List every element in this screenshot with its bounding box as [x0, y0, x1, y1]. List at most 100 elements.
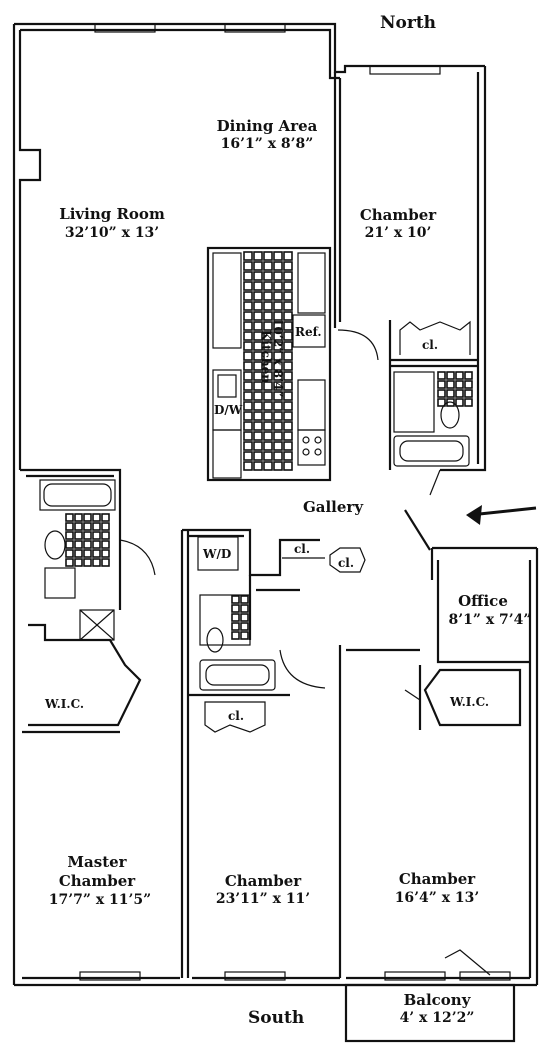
floor-tile — [240, 604, 249, 613]
floor-tile — [243, 301, 253, 311]
floor-tile — [253, 401, 263, 411]
floor-tile — [455, 389, 464, 398]
floor-tile — [263, 271, 273, 281]
floor-tile — [283, 461, 293, 471]
west-wic — [28, 623, 142, 727]
floor-tile — [283, 311, 293, 321]
floor-tile — [243, 461, 253, 471]
floor-tile — [243, 361, 253, 371]
floor-tile — [273, 371, 283, 381]
floor-tile — [263, 261, 273, 271]
floor-tile — [253, 341, 263, 351]
floor-tile — [243, 271, 253, 281]
floor-tile — [273, 331, 283, 341]
floor-tile — [65, 558, 74, 567]
floor-tile — [240, 622, 249, 631]
ne-chamber-walls — [333, 72, 478, 470]
chamber-se-dims: 16’4” x 13’ — [395, 890, 480, 906]
floor-tile — [253, 461, 263, 471]
floor-tile — [273, 401, 283, 411]
floor-tile — [283, 411, 293, 421]
ref-label: Ref. — [295, 325, 322, 339]
wic-label-west: W.I.C. — [44, 697, 84, 711]
floor-tile — [263, 411, 273, 421]
floor-tile — [263, 441, 273, 451]
floor-tile — [263, 431, 273, 441]
floor-tile — [273, 341, 283, 351]
floor-tile — [464, 371, 473, 380]
floor-tile — [273, 351, 283, 361]
exterior-walls — [12, 22, 539, 987]
floor-tile — [253, 421, 263, 431]
floor-tile — [83, 522, 92, 531]
mid-bath — [199, 594, 326, 691]
floor-tile — [243, 401, 253, 411]
floor-tile — [283, 451, 293, 461]
kitchen-tile-grid — [243, 251, 293, 471]
floor-tile — [231, 595, 240, 604]
mid-chamber-closet — [188, 693, 290, 733]
floor-tile — [74, 513, 83, 522]
floor-tile — [253, 321, 263, 331]
floor-tile — [243, 351, 253, 361]
floor-tile — [92, 522, 101, 531]
floor-tile — [101, 531, 110, 540]
mid-bath-tiles — [231, 595, 249, 640]
floor-tile — [74, 522, 83, 531]
floor-tile — [273, 261, 283, 271]
floor-tile — [283, 271, 293, 281]
office-name: Office — [458, 592, 508, 610]
floor-tile — [243, 261, 253, 271]
floor-tile — [455, 398, 464, 407]
floor-tile — [283, 321, 293, 331]
floor-tile — [283, 351, 293, 361]
floor-tile — [243, 341, 253, 351]
floor-tile — [243, 291, 253, 301]
balcony-name: Balcony — [404, 991, 472, 1009]
dishwasher-label: D/W — [214, 403, 243, 417]
kitchen — [206, 246, 332, 482]
floor-tile — [455, 380, 464, 389]
kitchen-label: Kitchen 10’2” x 8’4” — [259, 318, 285, 397]
floor-tile — [273, 441, 283, 451]
floor-tile — [74, 540, 83, 549]
floor-tile — [263, 311, 273, 321]
floor-tile — [101, 540, 110, 549]
master-walls — [22, 530, 190, 978]
ne-bath — [393, 371, 470, 467]
floor-tile — [253, 361, 263, 371]
floor-tile — [283, 421, 293, 431]
balcony — [344, 949, 516, 1043]
floor-tile — [253, 451, 263, 461]
floor-tile — [283, 341, 293, 351]
master-chamber-line1: Master — [67, 853, 127, 871]
living-room-name: Living Room — [59, 205, 165, 223]
floor-tile — [273, 271, 283, 281]
floor-tile — [253, 391, 263, 401]
floor-tile — [240, 595, 249, 604]
floor-tile — [263, 461, 273, 471]
chamber-ne-dims: 21’ x 10’ — [365, 225, 432, 241]
floor-tile — [243, 251, 253, 261]
floor-tile — [446, 398, 455, 407]
floor-tile — [253, 351, 263, 361]
floor-tile — [101, 558, 110, 567]
floor-tile — [243, 421, 253, 431]
north-label: North — [380, 13, 436, 33]
floor-tile — [283, 431, 293, 441]
floor-tile — [263, 361, 273, 371]
floor-tile — [273, 431, 283, 441]
floor-tile — [101, 549, 110, 558]
wic-label-east: W.I.C. — [449, 695, 489, 709]
floor-tile — [283, 361, 293, 371]
floor-tile — [273, 451, 283, 461]
floor-tile — [446, 380, 455, 389]
chamber-se-name: Chamber — [399, 870, 476, 888]
floor-tile — [253, 311, 263, 321]
floor-tile — [273, 421, 283, 431]
floor-tile — [83, 513, 92, 522]
floor-tile — [253, 261, 263, 271]
floor-tile — [243, 371, 253, 381]
floor-tile — [65, 531, 74, 540]
